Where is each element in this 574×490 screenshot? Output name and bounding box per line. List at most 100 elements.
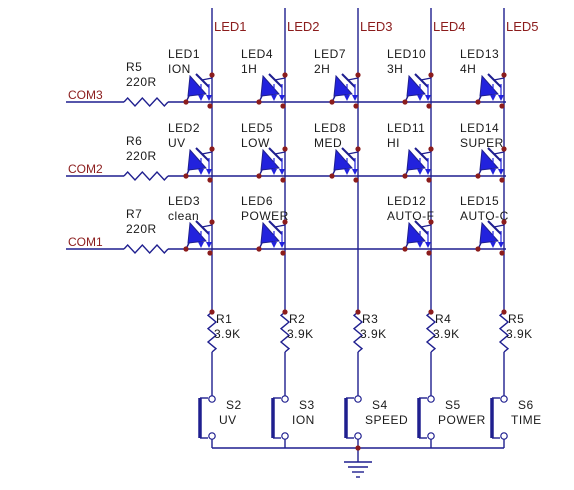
junction-dot [355, 72, 361, 78]
switch-ref: S6 [518, 398, 534, 412]
led-label: MED [314, 136, 342, 150]
led-label: UV [168, 136, 186, 150]
junction-dot [428, 219, 434, 225]
led-ray-arrowhead [490, 95, 496, 101]
led-ref: LED5 [241, 121, 273, 135]
pullup-ref: R3 [362, 312, 378, 326]
led-ref: LED7 [314, 47, 346, 61]
led-ray-arrowhead [425, 242, 431, 248]
led-ref: LED10 [387, 47, 426, 61]
junction-dot [402, 246, 408, 252]
led-triangle [260, 148, 281, 171]
led-ray-arrowhead [198, 169, 204, 175]
switch-terminal [354, 395, 362, 403]
led-label: 3H [387, 62, 403, 76]
pullup-value: 3.9K [214, 327, 241, 341]
led-triangle [479, 221, 500, 244]
switch-terminal [354, 432, 362, 440]
pullup-ref: R4 [435, 312, 451, 326]
junction-dot [209, 309, 215, 315]
junction-dot [282, 309, 288, 315]
junction-dot [209, 146, 215, 152]
led-ray-arrowhead [206, 95, 212, 101]
led-cathode-lead [347, 151, 359, 155]
junction-dot [209, 219, 215, 225]
junction-dot [499, 103, 505, 109]
pullup-resistor [498, 311, 510, 353]
com-net-label: COM1 [68, 235, 103, 249]
series-resistor [123, 243, 169, 255]
junction-dot [499, 250, 505, 256]
led-ray-arrowhead [279, 242, 285, 248]
led-ray-arrowhead [490, 242, 496, 248]
switch-terminal [500, 395, 508, 403]
pullup-resistor [425, 311, 437, 353]
led-ray-arrowhead [271, 169, 277, 175]
pullup-ref: R1 [216, 312, 232, 326]
led-label: 1H [241, 62, 257, 76]
led-label: AUTO-F [387, 209, 434, 223]
led-ray-arrowhead [344, 169, 350, 175]
switch-label: ION [292, 413, 315, 427]
series-resistor [123, 96, 169, 108]
led-ref: LED2 [168, 121, 200, 135]
junction-dot [426, 250, 432, 256]
junction-dot [501, 72, 507, 78]
switch-label: POWER [438, 413, 486, 427]
led-ray-arrowhead [417, 169, 423, 175]
switch-terminal [281, 395, 289, 403]
led-cathode-lead [274, 77, 286, 81]
junction-dot [353, 177, 359, 183]
switch-label: TIME [511, 413, 542, 427]
pullup-value: 3.9K [360, 327, 387, 341]
switch-ref: S4 [372, 398, 388, 412]
junction-dot [183, 99, 189, 105]
led-cathode-lead [420, 224, 432, 228]
led-triangle [406, 74, 427, 97]
pullup-resistor [206, 311, 218, 353]
led-ref: LED15 [460, 194, 499, 208]
led-ref: LED8 [314, 121, 346, 135]
column-net-label: LED5 [506, 19, 539, 34]
switch-label: SPEED [365, 413, 408, 427]
led-label: POWER [241, 209, 289, 223]
switch-label: UV [219, 413, 237, 427]
led-ref: LED12 [387, 194, 426, 208]
led-label: 2H [314, 62, 330, 76]
com-net-label: COM3 [68, 88, 103, 102]
led-triangle [333, 148, 354, 171]
junction-dot [183, 173, 189, 179]
junction-dot [183, 246, 189, 252]
led-triangle [333, 74, 354, 97]
led-ray-arrowhead [425, 169, 431, 175]
led-cathode-lead [493, 77, 505, 81]
junction-dot [256, 99, 262, 105]
led-cathode-lead [201, 151, 213, 155]
junction-dot [209, 72, 215, 78]
junction-dot [280, 177, 286, 183]
switch-ref: S5 [445, 398, 461, 412]
led-ray-arrowhead [425, 95, 431, 101]
junction-dot [426, 177, 432, 183]
pullup-resistor [352, 311, 364, 353]
column-net-label: LED4 [433, 19, 466, 34]
led-ref: LED1 [168, 47, 200, 61]
junction-dot [256, 246, 262, 252]
led-ray-arrowhead [498, 242, 504, 248]
junction-dot [475, 173, 481, 179]
led-label: LOW [241, 136, 270, 150]
switch-terminal [427, 395, 435, 403]
led-triangle [406, 148, 427, 171]
junction-dot [428, 146, 434, 152]
led-label: AUTO-C [460, 209, 509, 223]
led-ray-arrowhead [206, 242, 212, 248]
led-cathode-lead [274, 151, 286, 155]
led-ref: LED14 [460, 121, 499, 135]
